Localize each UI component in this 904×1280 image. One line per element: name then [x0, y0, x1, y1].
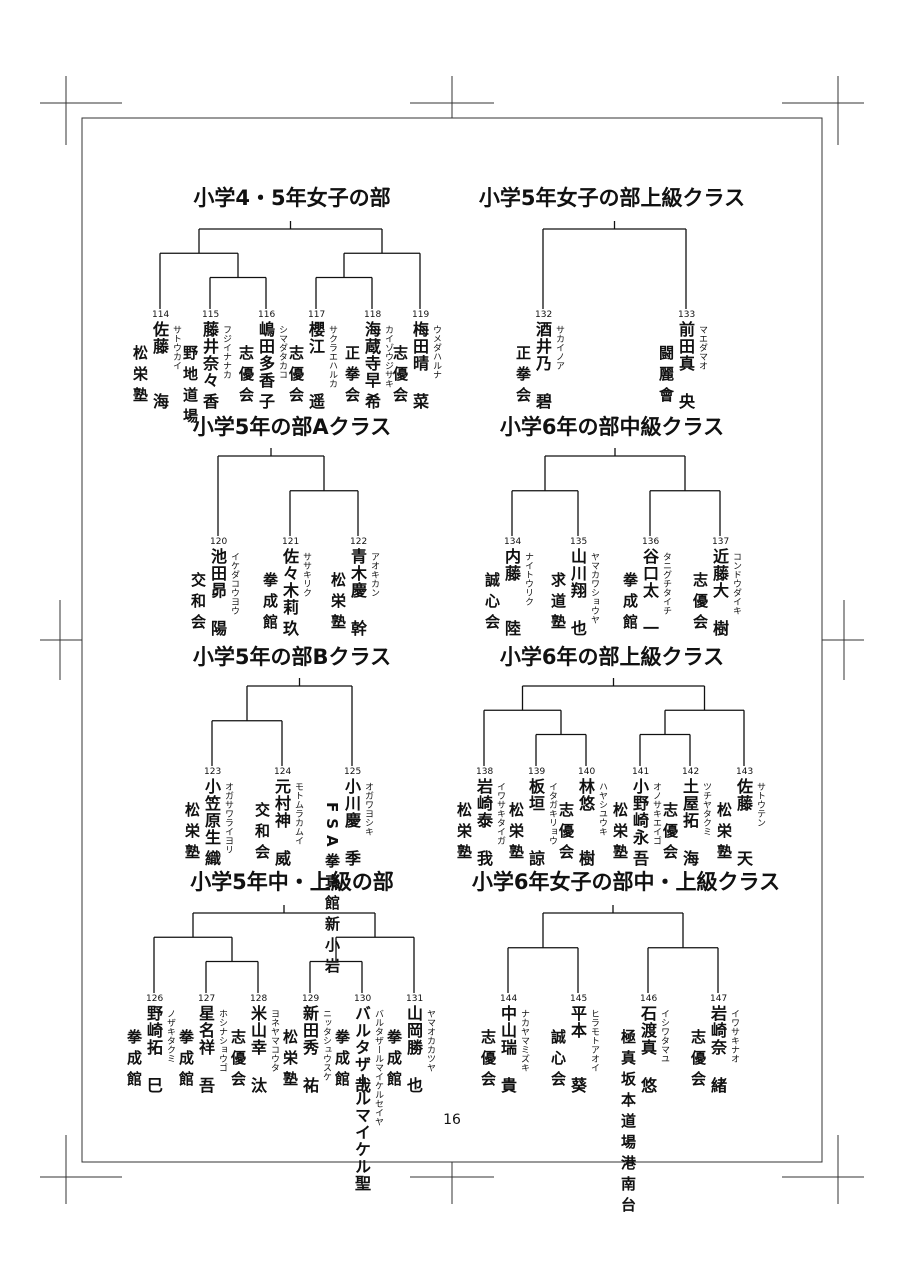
- page-frame: [81, 117, 823, 1163]
- page-number: 16: [443, 1112, 461, 1128]
